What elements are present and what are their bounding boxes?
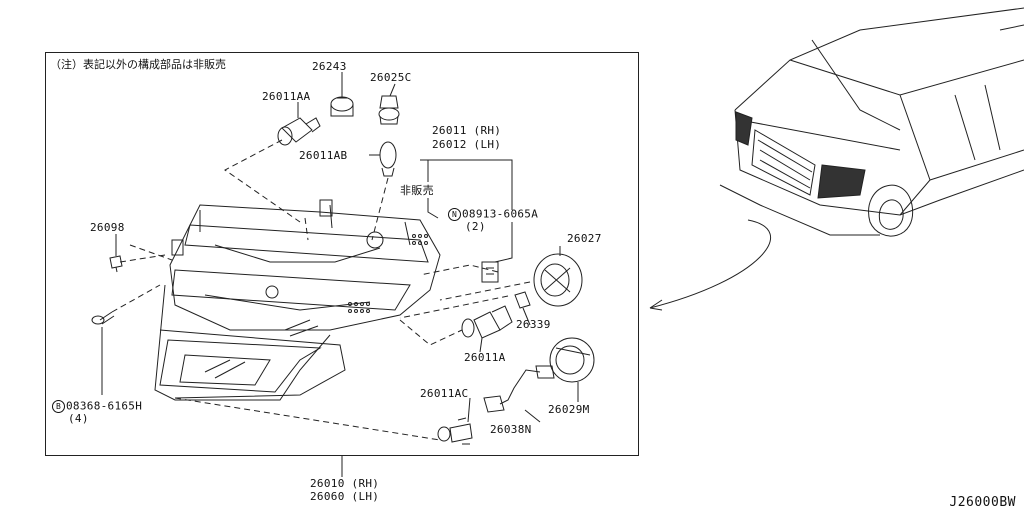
label-26011aa: 26011AA bbox=[262, 90, 311, 103]
screw-08368-drawing bbox=[91, 311, 115, 325]
harness-26038n-drawing bbox=[483, 365, 555, 413]
label-26025c: 26025C bbox=[370, 71, 412, 84]
label-26011ac: 26011AC bbox=[420, 387, 469, 400]
prefix-b-marker: B bbox=[52, 400, 65, 413]
socket-26243-drawing bbox=[330, 96, 354, 117]
bulb-26011a-drawing bbox=[461, 305, 513, 339]
label-26243: 26243 bbox=[312, 60, 347, 73]
label-26060-lh: 26060 (LH) bbox=[310, 490, 380, 503]
label-26027: 26027 bbox=[567, 232, 602, 245]
screw-26098-drawing bbox=[109, 255, 123, 273]
label-26029m: 26029M bbox=[548, 403, 590, 416]
label-08913-number: 08913-6065A bbox=[462, 207, 539, 221]
label-08368-qty: (4) bbox=[68, 412, 89, 425]
bulb-26011aa-drawing bbox=[277, 117, 321, 146]
label-08913-qty: (2) bbox=[465, 220, 486, 233]
label-26038n: 26038N bbox=[490, 423, 532, 436]
label-26011-rh: 26011 (RH) bbox=[432, 124, 502, 137]
label-26098: 26098 bbox=[90, 221, 125, 234]
label-not-for-sale: 非販売 bbox=[400, 184, 434, 197]
vehicle-headlamp-highlight bbox=[735, 111, 866, 199]
diagram-id: J26000BW bbox=[949, 495, 1016, 510]
label-26011a: 26011A bbox=[464, 351, 506, 364]
label-26010-rh: 26010 (RH) bbox=[310, 477, 380, 490]
vehicle-location-drawing bbox=[649, 7, 1024, 311]
label-26011ab: 26011AB bbox=[299, 149, 348, 162]
headlamp-assembly-drawing bbox=[154, 199, 441, 401]
bulb-26011ac-drawing bbox=[437, 417, 473, 445]
diagram-frame bbox=[45, 52, 639, 456]
label-26339: 26339 bbox=[516, 318, 551, 331]
not-for-sale-note: （注）表記以外の構成部品は非販売 bbox=[50, 58, 226, 71]
bulb-26011ab-drawing bbox=[379, 141, 397, 177]
prefix-n-marker: N bbox=[448, 208, 461, 221]
cap-26029m-drawing bbox=[549, 337, 595, 383]
label-08368-number: 08368-6165H bbox=[66, 399, 143, 413]
clip-26339-drawing bbox=[514, 291, 531, 309]
cap-26027-drawing bbox=[533, 253, 583, 307]
socket-26025c-drawing bbox=[378, 95, 400, 125]
clip-08913-drawing bbox=[481, 261, 499, 283]
label-26012-lh: 26012 (LH) bbox=[432, 138, 502, 151]
